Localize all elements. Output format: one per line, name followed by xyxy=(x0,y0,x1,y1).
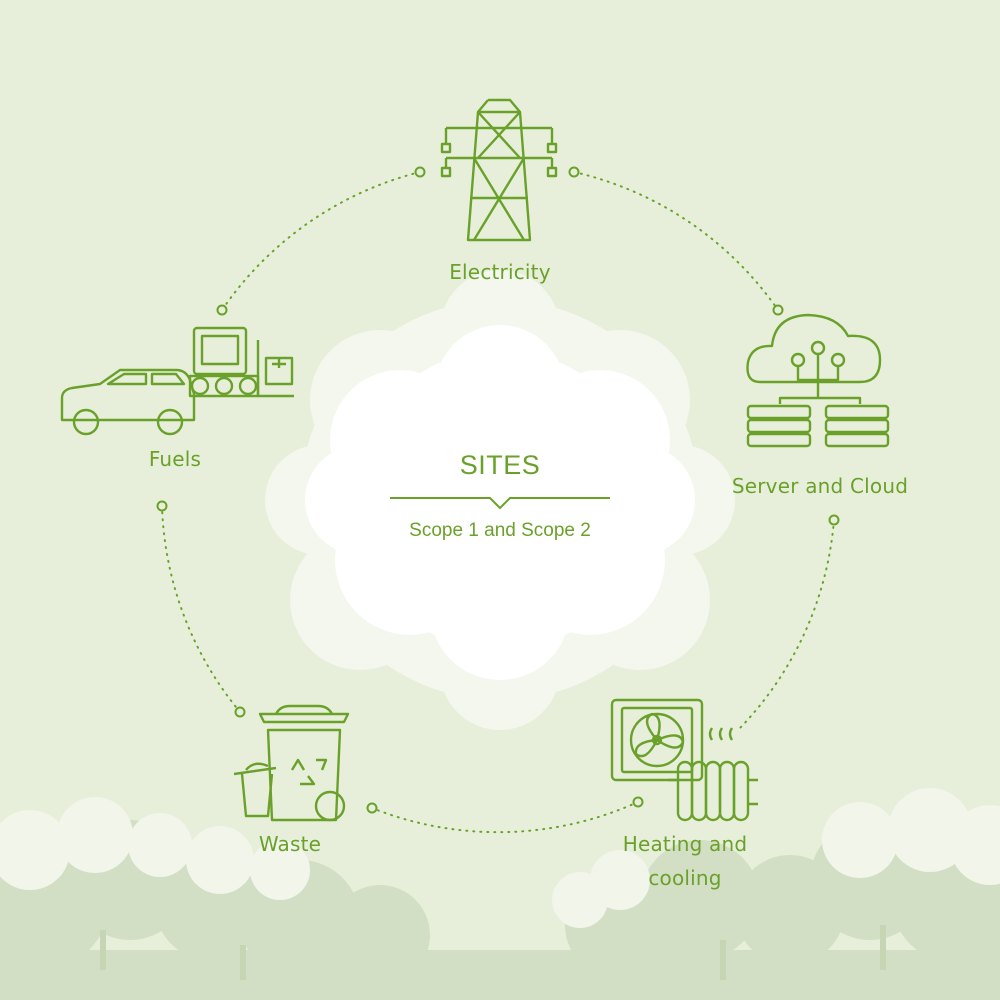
recycling-bin-icon xyxy=(233,704,350,822)
label-heating-cooling-line1: Heating and xyxy=(622,832,748,856)
label-server-cloud: Server and Cloud xyxy=(731,474,909,498)
power-tower-icon xyxy=(440,98,558,242)
fan-radiator-icon xyxy=(610,698,758,822)
title-divider xyxy=(390,497,610,510)
background-trees xyxy=(0,788,1000,1000)
label-fuels: Fuels xyxy=(148,447,202,471)
label-electricity: Electricity xyxy=(449,260,551,284)
cloud-server-icon xyxy=(746,313,890,448)
label-heating-cooling-line2: cooling xyxy=(648,866,722,890)
center-title: SITES xyxy=(459,450,541,480)
center-cloud xyxy=(265,270,735,730)
connector-ring xyxy=(161,171,835,834)
label-waste: Waste xyxy=(258,832,322,856)
car-forklift-icon xyxy=(60,326,294,436)
connector-dots xyxy=(156,166,840,814)
center-subtitle: Scope 1 and Scope 2 xyxy=(409,520,591,541)
